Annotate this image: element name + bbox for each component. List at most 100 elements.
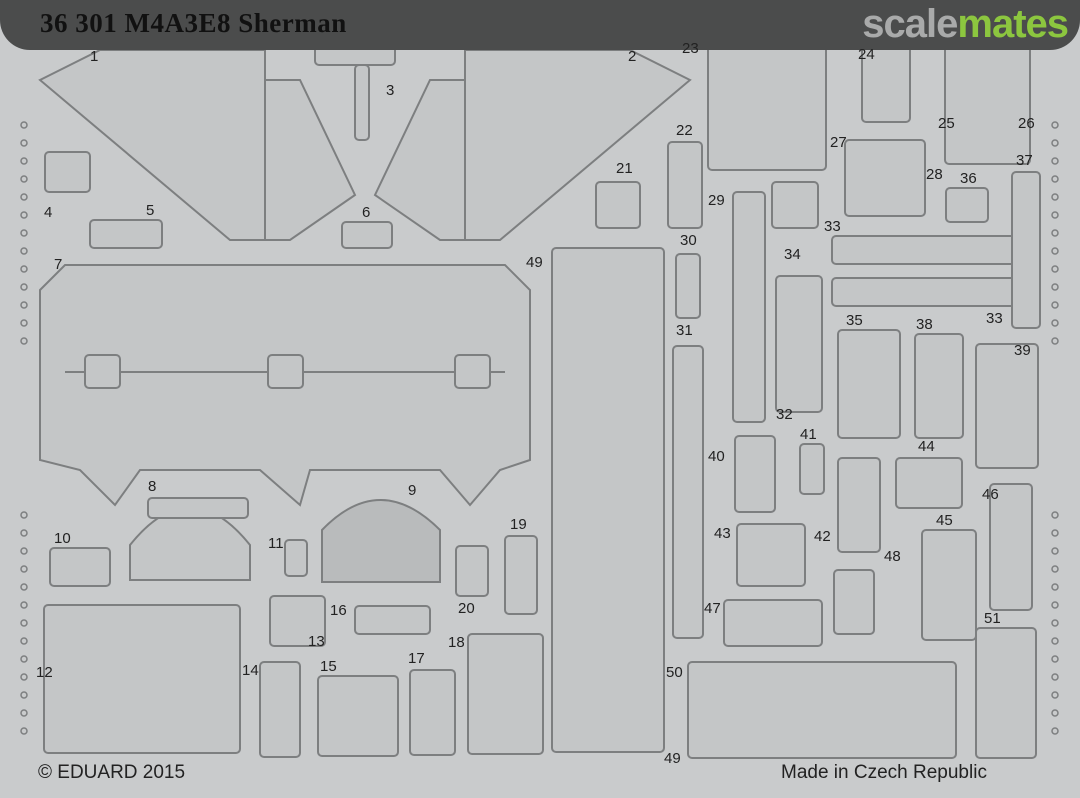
part-37 [1011, 171, 1041, 329]
part-number-35: 35 [846, 312, 863, 329]
part-number-48: 48 [884, 548, 901, 565]
fret-hole [1051, 637, 1059, 645]
product-title: 36 301 M4A3E8 Sherman [40, 8, 347, 38]
part-number-38: 38 [916, 316, 933, 333]
part-32 [775, 275, 823, 413]
title-banner: 36 301 M4A3E8 Sherman scalemates [0, 0, 1080, 50]
part-33 [831, 235, 1033, 265]
part-49 [551, 247, 665, 753]
part-number-8: 8 [148, 478, 157, 495]
part-6 [341, 221, 393, 249]
part-number-11: 11 [268, 535, 284, 552]
part-number-33: 33 [986, 310, 1003, 327]
part-number-22: 22 [676, 122, 693, 139]
part-48 [833, 569, 875, 635]
part-number-4: 4 [44, 204, 53, 221]
fret-hole [1051, 229, 1059, 237]
part-23 [707, 41, 827, 171]
part-38 [914, 333, 964, 439]
fret-hole [20, 637, 28, 645]
part-4 [44, 151, 91, 193]
part-number-6: 6 [362, 204, 371, 221]
fret-hole [1051, 547, 1059, 555]
part-number-42: 42 [814, 528, 831, 545]
fret-hole [1051, 709, 1059, 717]
part-number-10: 10 [54, 530, 71, 547]
part-16 [354, 605, 431, 635]
fret-hole [20, 319, 28, 327]
fret-hole [20, 121, 28, 129]
part-39 [975, 343, 1039, 469]
fret-hole [1051, 211, 1059, 219]
fret-hole [20, 511, 28, 519]
part-50 [687, 661, 957, 759]
part-number-7: 7 [54, 256, 63, 273]
origin-text: Made in Czech Republic [781, 762, 987, 783]
part-number-25: 25 [938, 115, 955, 132]
part-31 [672, 345, 704, 639]
part-22 [667, 141, 703, 229]
fret-hole [20, 565, 28, 573]
fret-hole [20, 583, 28, 591]
part-number-31: 31 [676, 322, 693, 339]
part-9 [321, 499, 441, 583]
part-41 [799, 443, 825, 495]
fret-hole [1051, 529, 1059, 537]
part-number-3: 3 [386, 82, 395, 99]
fret-hole [20, 265, 28, 273]
part-number-46: 46 [982, 486, 999, 503]
part-number-49: 49 [526, 254, 543, 271]
part-number-19: 19 [510, 516, 527, 533]
fret-hole [1051, 619, 1059, 627]
hinge [267, 354, 304, 389]
part-15 [317, 675, 399, 757]
part-number-13: 13 [308, 633, 325, 650]
part-18 [467, 633, 544, 755]
part-43 [736, 523, 806, 587]
part-number-45: 45 [936, 512, 953, 529]
part-30 [675, 253, 701, 319]
fret-hole [1051, 601, 1059, 609]
scalemates-logo: scalemates [862, 2, 1069, 46]
part-number-12: 12 [36, 664, 53, 681]
part-number-36: 36 [960, 170, 977, 187]
part-number-43: 43 [714, 525, 731, 542]
part-12 [43, 604, 241, 754]
fret-hole [20, 709, 28, 717]
fret-hole [1051, 283, 1059, 291]
part-number-49: 49 [664, 750, 681, 767]
fret-hole [20, 691, 28, 699]
fret-hole [1051, 511, 1059, 519]
part-3-stem [354, 64, 370, 141]
part-8-top [147, 497, 249, 519]
part-2-flap [373, 79, 466, 241]
fret-hole [20, 247, 28, 255]
part-number-15: 15 [320, 658, 337, 675]
part-number-28: 28 [926, 166, 943, 183]
part-number-2: 2 [628, 48, 637, 65]
part-number-16: 16 [330, 602, 347, 619]
fret-hole [1051, 673, 1059, 681]
fret-hole [20, 619, 28, 627]
part-number-9: 9 [408, 482, 417, 499]
part-40 [734, 435, 776, 513]
part-1-flap [264, 79, 357, 241]
fret-hole [20, 229, 28, 237]
part-45 [921, 529, 977, 641]
part-number-34: 34 [784, 246, 801, 263]
fret-hole [20, 193, 28, 201]
hinge [84, 354, 121, 389]
part-11 [284, 539, 308, 577]
fret-hole [1051, 691, 1059, 699]
fret-hole [20, 337, 28, 345]
fret-hole [1051, 655, 1059, 663]
part-47 [723, 599, 823, 647]
fret-hole [1051, 121, 1059, 129]
fret-hole [1051, 337, 1059, 345]
part-number-32: 32 [776, 406, 793, 423]
part-number-27: 27 [830, 134, 847, 151]
fret-hole [20, 301, 28, 309]
part-19 [504, 535, 538, 615]
part-number-26: 26 [1018, 115, 1035, 132]
